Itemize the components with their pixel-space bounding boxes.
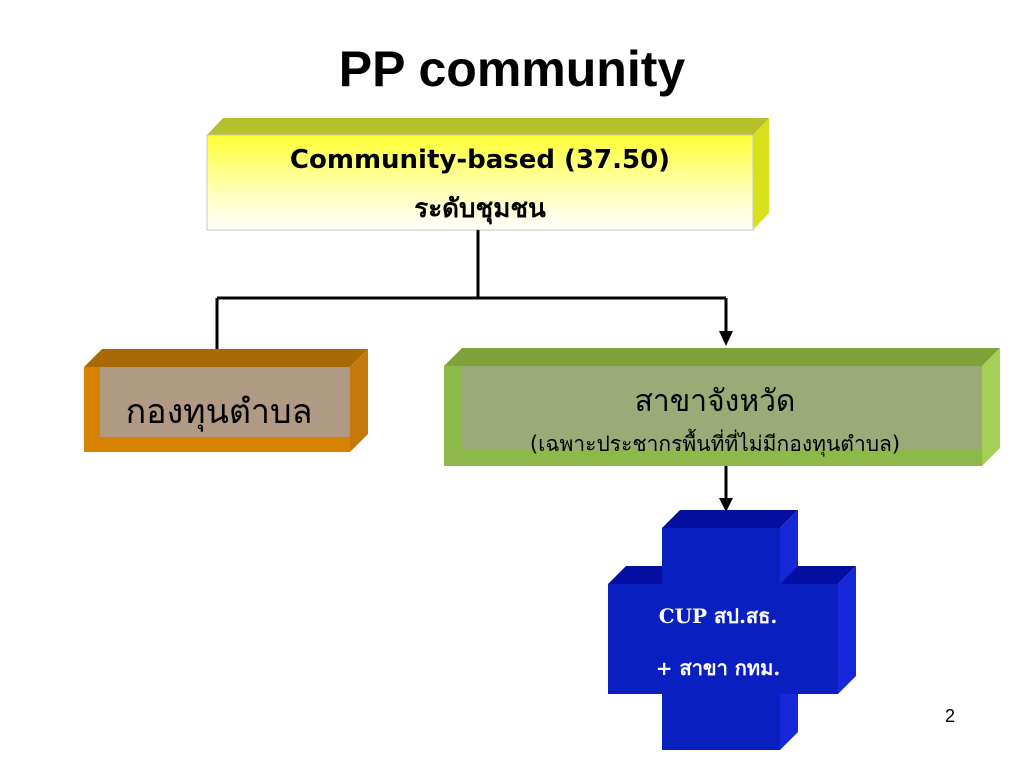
arrowhead-right <box>719 331 733 346</box>
cross-side-face-lower <box>780 676 798 750</box>
cross-top-face-vertical <box>662 510 798 528</box>
top-box <box>206 118 769 231</box>
cross-label-line1: CUP สป.สธ. <box>658 604 778 628</box>
left-box-face <box>100 367 350 437</box>
right-box-label-line1: สาขาจังหวัด <box>634 384 796 419</box>
top-box-front-face <box>206 134 754 231</box>
cross-side-face-upper <box>780 510 798 584</box>
page-number: 2 <box>944 706 955 726</box>
right-box <box>444 348 1000 466</box>
right-box-top-face <box>444 348 1000 366</box>
top-box-top-face <box>207 118 769 135</box>
top-box-side-face <box>753 118 769 230</box>
cross-label-line2: + สาขา กทม. <box>655 656 781 680</box>
connectors <box>215 230 728 500</box>
left-box-top-face <box>84 349 368 367</box>
cross-shape <box>608 510 856 750</box>
top-box-label-line2: ระดับชุมชน <box>414 194 546 224</box>
arrowhead-cross <box>719 498 733 512</box>
cross-side-face-right <box>838 566 856 694</box>
top-box-label-line1: Community-based (37.50) <box>289 145 671 175</box>
right-box-face <box>462 366 982 450</box>
left-box-side-face <box>350 349 368 452</box>
right-box-side-face <box>982 348 1000 466</box>
cross-front-face <box>608 528 838 750</box>
right-box-label-line2: (เฉพาะประชากรพื้นที่ที่ไม่มีกองทุนตำบล) <box>529 432 901 456</box>
slide-title: PP community <box>338 41 686 97</box>
left-box <box>84 349 368 452</box>
left-box-label: กองทุนตำบล <box>125 392 313 432</box>
